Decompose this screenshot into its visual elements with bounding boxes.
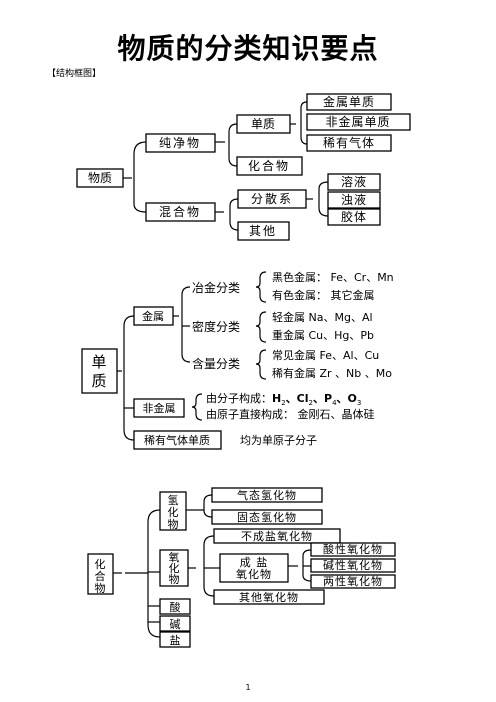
other-oxide-label: 其他氧化物 [239,590,299,604]
acidic-oxide-label: 酸性氧化物 [323,542,383,556]
acidic-oxide-box [310,542,396,557]
monoatomic-text: 均为单原子分子 [240,434,317,447]
compound-root-box [87,553,114,595]
oxide-box [159,549,189,587]
diagram-compound: 化 合 物 氢 化 物 气态氢化物 固态氢化物 氧 化 物 不成盐氧化物 成 盐… [87,487,396,648]
element-root-char-2: 质 [91,372,106,390]
oxide-char-1: 氧 [169,550,180,564]
dispersion-label: 分散系 [251,191,293,206]
molecule-prefix: 由分子构成： [206,391,272,405]
metal-box [133,306,174,326]
salt-forming-oxide-box [219,553,289,583]
rare-metal-text: 稀有金属 Zr 、Nb 、Mo [272,366,392,380]
base-box [159,615,191,632]
non-salt-oxide-box [213,528,341,544]
content-label: 含量分类 [192,356,240,371]
light-metal-text: 轻金属 Na、Mg、Al [272,310,373,324]
hydride-char-1: 氢 [168,493,179,507]
basic-oxide-box [310,558,396,573]
compound-root-char-1: 化 [95,557,106,571]
metal-element-box [306,93,392,111]
solution-box [327,173,381,191]
heavy-metal-text: 重金属 Cu、Hg、Pb [272,328,374,342]
oxide-char-3: 物 [169,572,180,586]
page-title: 物质的分类知识要点 [117,32,379,65]
colored-metal-text: 有色金属： 其它金属 [272,288,375,302]
salt-forming-line-1: 成 盐 [240,556,269,569]
salt-label: 盐 [170,634,181,647]
matter-box [76,168,124,188]
acid-box [159,598,191,615]
metal-label: 金属 [142,309,164,323]
hydride-box [159,491,187,531]
compound-label: 化合物 [248,158,290,173]
amphoteric-oxide-label: 两性氧化物 [323,574,383,588]
solid-hydride-box [211,509,323,525]
other-label: 其他 [249,224,277,238]
diagram-element: 单 质 金属 冶金分类 黑色金属： Fe、Cr、Mn 有色金属： 其它金属 密度… [81,270,394,450]
gas-hydride-label: 气态氢化物 [237,488,297,502]
basic-oxide-label: 碱性氧化物 [323,558,383,572]
hydride-char-3: 物 [168,517,179,531]
colloid-label: 胶体 [341,209,367,224]
matter-label: 物质 [88,171,112,185]
nonmetal-element-label: 非金属单质 [325,114,390,129]
noble-gas-box [306,134,392,152]
metallurgy-label: 冶金分类 [192,280,240,295]
suspension-label: 浊液 [341,192,367,207]
solid-hydride-label: 固态氢化物 [237,510,297,524]
pure-substance-label: 纯净物 [159,136,201,150]
diagram-matter: 物质 纯净物 单质 金属单质 非金属单质 稀有气体 化合物 混合物 分散系 溶液… [76,93,411,241]
compound-root-char-2: 合 [95,569,106,583]
common-metal-text: 常见金属 Fe、Al、Cu [272,348,379,362]
density-label: 密度分类 [192,319,240,334]
element-label: 单质 [251,117,275,131]
noble-element-label: 稀有气体单质 [144,433,210,447]
solution-label: 溶液 [341,174,367,189]
base-label: 碱 [170,618,181,631]
nonmetal-label: 非金属 [143,401,176,415]
atom-direct-text: 由原子直接构成： 金刚石、晶体硅 [206,407,375,421]
hydride-char-2: 化 [168,505,179,519]
salt-box [159,631,191,648]
dispersion-box [237,189,307,209]
page-number: 1 [245,683,251,692]
non-salt-oxide-label: 不成盐氧化物 [241,529,313,543]
suspension-box [327,191,381,209]
element-root-box [81,348,118,394]
acid-label: 酸 [170,600,181,614]
other-oxide-box [213,589,325,605]
element-box [236,114,291,134]
noble-element-box [133,430,222,450]
nonmetal-box [133,398,185,418]
other-box [237,221,290,241]
section-label: 【结构框图】 [47,69,102,79]
mixture-label: 混合物 [159,204,201,219]
nonmetal-element-box [306,113,411,131]
compound-box [236,156,303,176]
noble-gas-label: 稀有气体 [323,135,375,150]
molecule-text: 由分子构成：H2、Cl2、P4、O3 [206,391,361,407]
element-root-char-1: 单 [91,353,106,371]
salt-forming-line-2: 氧化物 [236,567,272,581]
compound-root-char-3: 物 [95,581,106,595]
gas-hydride-box [211,487,323,503]
metal-element-label: 金属单质 [323,94,375,109]
pure-substance-box [145,133,216,153]
mixture-box [145,202,216,222]
colloid-box [327,208,381,226]
amphoteric-oxide-box [310,574,396,589]
oxide-char-2: 化 [169,561,180,575]
black-metal-text: 黑色金属： Fe、Cr、Mn [272,270,394,284]
